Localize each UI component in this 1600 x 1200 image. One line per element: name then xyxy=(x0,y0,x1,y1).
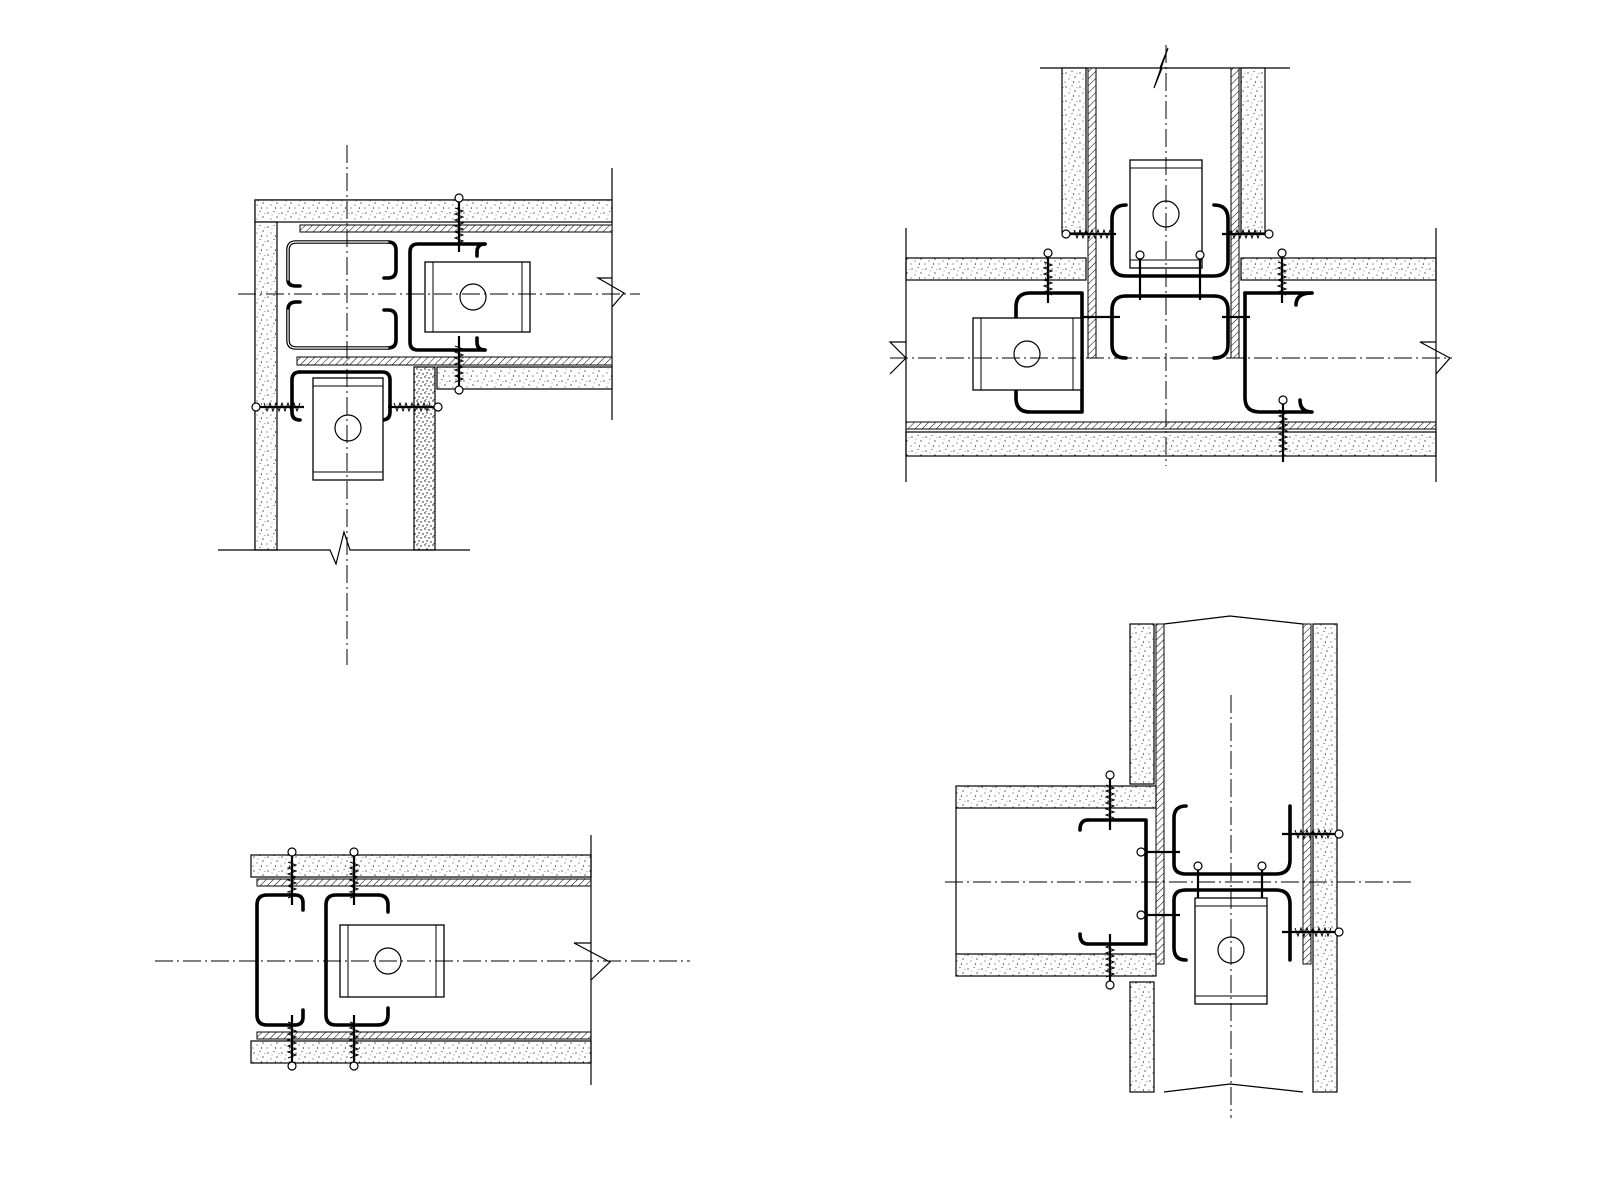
gypsum-board-left xyxy=(254,221,278,551)
gypsum-board-right xyxy=(1312,623,1338,1093)
gypsum-board-wall-top-right xyxy=(1240,257,1437,281)
gypsum-board-bottom xyxy=(250,1040,592,1064)
self-tapping-screw xyxy=(388,401,443,413)
gypsum-board-top xyxy=(254,199,613,223)
liner-stem-left xyxy=(1087,67,1097,359)
liner-middle xyxy=(296,356,613,366)
gypsum-board-stem-left xyxy=(1061,67,1087,234)
self-tapping-screw xyxy=(453,193,465,252)
bolt-hole-left xyxy=(1013,340,1041,368)
detail-wall-end xyxy=(155,835,690,1085)
self-tapping-screw xyxy=(1257,861,1267,898)
gypsum-board-bottom xyxy=(905,431,1437,457)
c-stud-center xyxy=(1110,294,1128,360)
gypsum-board-left-upper xyxy=(1129,623,1155,785)
self-tapping-screw xyxy=(286,847,298,905)
self-tapping-screw xyxy=(348,1015,360,1071)
self-tapping-screw xyxy=(348,847,360,905)
c-stud-lip xyxy=(382,240,398,280)
self-tapping-screw xyxy=(1136,910,1180,920)
c-stud-2-lip xyxy=(382,308,398,350)
self-tapping-screw xyxy=(1104,770,1116,830)
self-tapping-screw xyxy=(1104,934,1116,990)
self-tapping-screw xyxy=(1276,248,1288,303)
self-tapping-screw xyxy=(251,401,304,413)
c-stud-top xyxy=(1110,203,1230,278)
gypsum-board-branch-top xyxy=(955,785,1157,809)
gypsum-board-branch-bottom xyxy=(955,953,1157,977)
gypsum-board-stem-right xyxy=(1240,67,1266,234)
c-stud-right xyxy=(1243,291,1314,414)
gypsum-board-inner xyxy=(436,366,613,390)
c-stud-3 xyxy=(408,242,487,352)
self-tapping-screw xyxy=(1282,828,1344,840)
bolt-hole-2 xyxy=(334,414,362,442)
self-tapping-screw xyxy=(1135,250,1145,300)
c-stud-2 xyxy=(286,300,390,350)
self-tapping-screw xyxy=(1042,248,1054,303)
c-stud-main xyxy=(1172,804,1292,876)
self-tapping-screw xyxy=(1195,250,1205,300)
c-stud-left xyxy=(1014,291,1084,414)
liner-bottom xyxy=(256,1031,592,1040)
liner-stem-right xyxy=(1230,67,1240,359)
c-stud-end xyxy=(255,893,297,1027)
self-tapping-screw xyxy=(1193,861,1203,898)
detail-wall-side-junction xyxy=(945,615,1415,1118)
insulation-strip xyxy=(413,366,436,551)
self-tapping-screw xyxy=(1222,228,1274,240)
c-stud xyxy=(286,240,390,288)
self-tapping-screw xyxy=(1136,847,1180,857)
self-tapping-screw xyxy=(453,336,465,395)
c-stud-2 xyxy=(324,893,380,1027)
liner-top xyxy=(256,878,592,887)
self-tapping-screw xyxy=(1282,926,1344,938)
self-tapping-screw xyxy=(286,1015,298,1071)
c-stud-4 xyxy=(290,370,302,422)
liner-bottom xyxy=(905,421,1437,430)
liner-left xyxy=(1155,623,1165,965)
gypsum-board-left-lower xyxy=(1129,981,1155,1093)
bolt-hole xyxy=(459,283,487,311)
self-tapping-screw xyxy=(1061,228,1116,240)
self-tapping-screw xyxy=(1277,395,1289,462)
gypsum-board-top xyxy=(250,854,592,878)
gypsum-board-wall-top-left xyxy=(905,257,1087,281)
detail-tee-junction xyxy=(888,45,1452,482)
detail-corner-junction xyxy=(218,145,640,665)
liner-right xyxy=(1302,623,1312,965)
